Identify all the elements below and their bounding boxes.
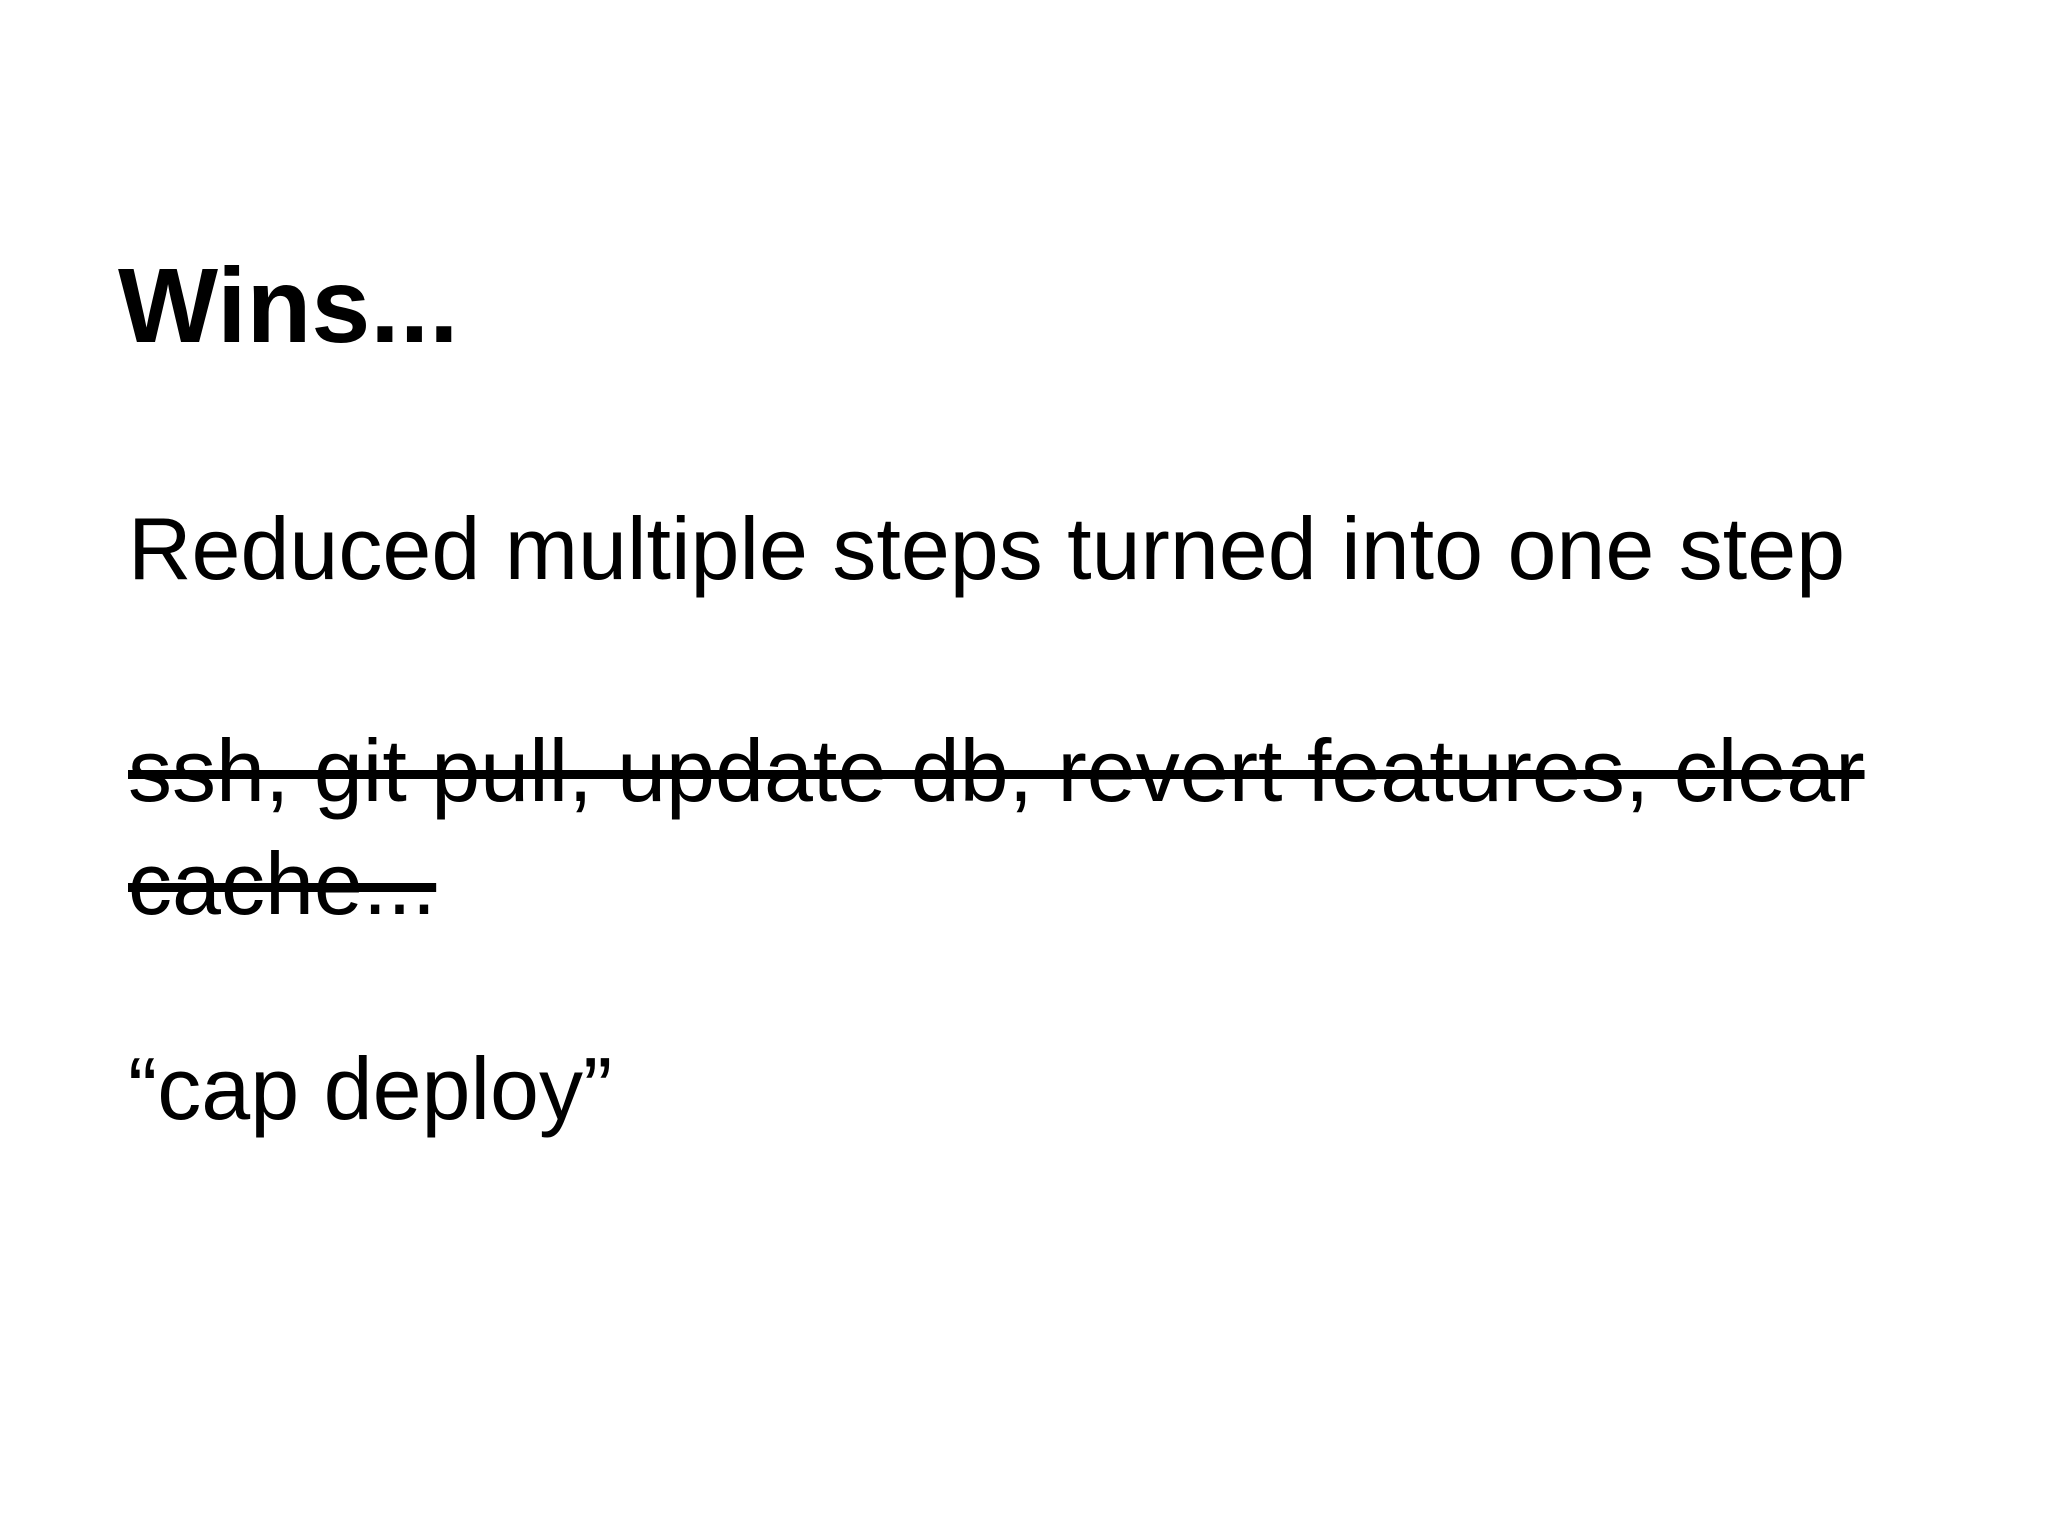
slide-title: Wins... (118, 247, 459, 366)
strikethrough-line-2: cache... (128, 834, 437, 933)
strikethrough-line-1: ssh, git pull, update db, revert feature… (128, 721, 1865, 820)
strikethrough-text-block: ssh, git pull, update db, revert feature… (128, 714, 1928, 940)
body-text-line: Reduced multiple steps turned into one s… (128, 499, 1846, 598)
quote-text: “cap deploy” (128, 1039, 613, 1138)
